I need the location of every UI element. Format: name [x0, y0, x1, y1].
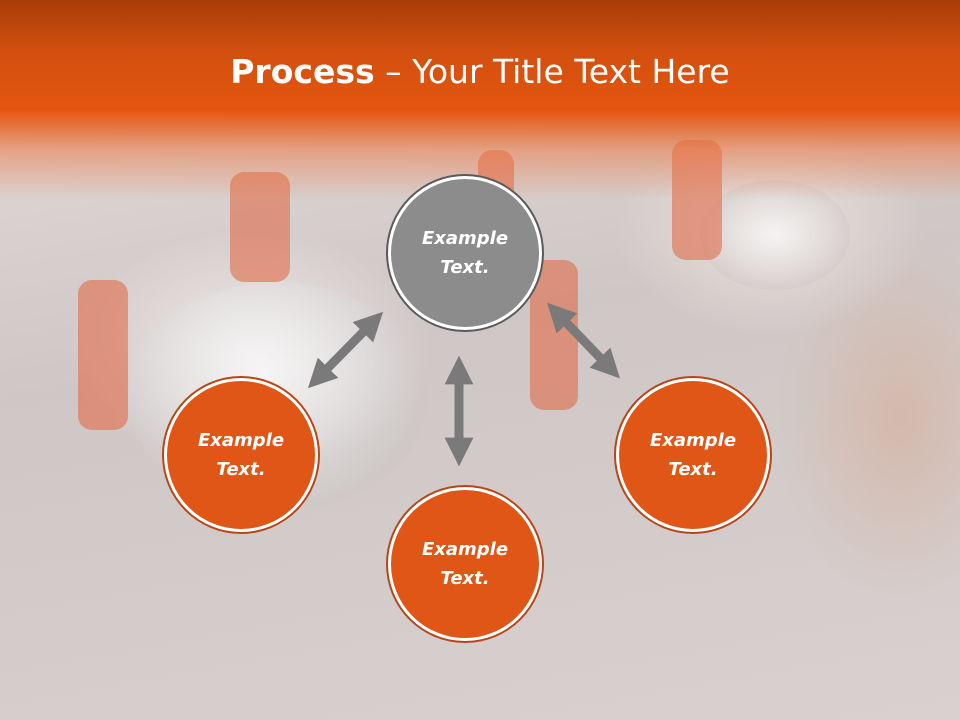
title-rest: Your Title Text Here — [412, 52, 730, 91]
arrow-top-right — [547, 302, 620, 379]
page-title: Process – Your Title Text Here — [0, 52, 960, 91]
arrow-top-left — [307, 311, 384, 389]
title-dash: – — [374, 52, 413, 91]
worker-figure — [78, 280, 128, 430]
title-bold: Process — [230, 52, 375, 91]
title-band — [0, 0, 960, 200]
